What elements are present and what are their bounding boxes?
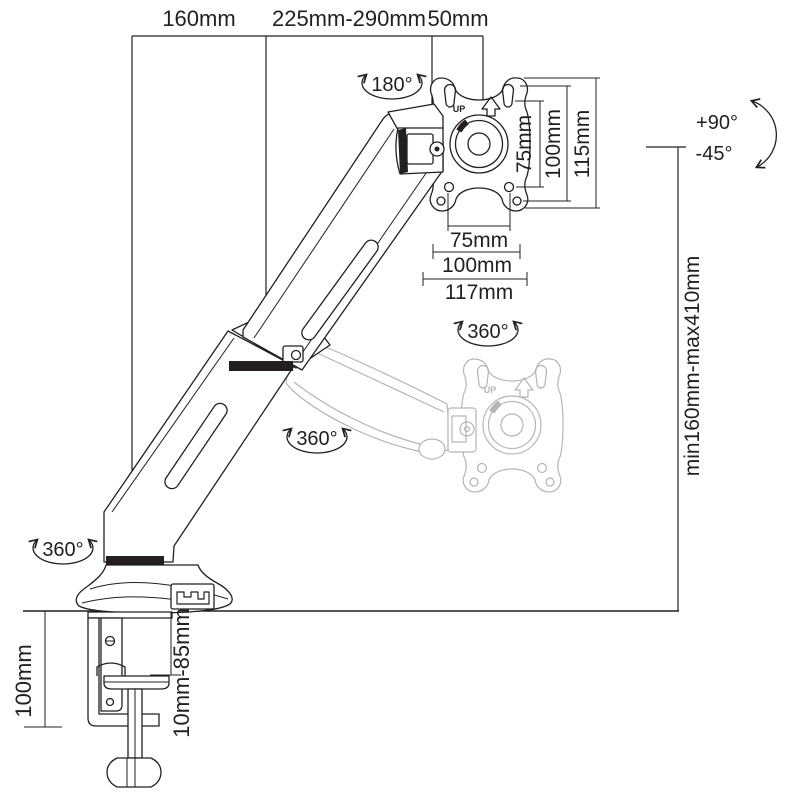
clamp-knob [106, 757, 162, 788]
vesa-75mm-vertical-label: 75mm [513, 115, 536, 173]
clamp-dimensions [24, 611, 181, 728]
vesa-100mm-horizontal-label: 100mm [442, 254, 512, 277]
clamp-top-plate [87, 611, 173, 619]
arm-rotation-arc [287, 429, 347, 454]
lower-arm-slot [164, 402, 228, 490]
head-cap [387, 103, 444, 131]
vesa-up-marking: UP [453, 104, 466, 114]
vesa-100mm-vertical-label: 100mm [542, 109, 565, 179]
tilt-pivot-bolt [434, 146, 440, 152]
dim-50mm-label: 50mm [427, 6, 488, 31]
main-arm [103, 103, 445, 563]
tilt-down-label: -45° [696, 143, 733, 165]
base [75, 556, 233, 614]
ghost-head-clevis [447, 407, 477, 453]
plate-rotation-360-label: 360° [467, 321, 508, 343]
vesa-115mm-vertical-label: 115mm [571, 110, 594, 178]
ghost-pivot-cylinder [418, 438, 446, 460]
height-range-dimension [646, 146, 686, 611]
base-swivel-band [106, 556, 164, 565]
ghost-arm-position [285, 333, 563, 492]
clamp-pad-bracket [96, 662, 126, 676]
base-rotation-360-label: 360° [42, 539, 83, 561]
head-swivel-180-label: 180° [371, 74, 412, 96]
clamp-bracket [87, 617, 160, 727]
plate-rotation-arc [458, 322, 518, 347]
dim-225-290mm-label: 225mm-290mm [272, 6, 426, 31]
vesa-117mm-horizontal-label: 117mm [445, 281, 513, 304]
dim-160mm-label: 160mm [162, 6, 235, 31]
elbow-joint-band [229, 361, 293, 371]
vesa-side-dimensions [515, 77, 600, 209]
vesa-bottom-dimensions [422, 193, 528, 286]
desk-thickness-label: 10mm-85mm [169, 608, 194, 738]
clamp-height-label: 100mm [11, 644, 36, 717]
arm-rotation-360-label: 360° [296, 428, 337, 450]
desk-clamp [87, 611, 173, 788]
gas-spring-slot [301, 239, 379, 341]
head-swivel-arc [362, 75, 422, 100]
base-rotation-arc [33, 540, 93, 565]
ghost-vesa-up-marking: UP [484, 385, 497, 395]
vesa-75mm-horizontal-label: 75mm [450, 229, 508, 252]
height-range-label: min160mm-max410mm [681, 256, 704, 477]
tilt-up-label: +90° [696, 112, 738, 134]
tilt-arrow [752, 101, 778, 167]
